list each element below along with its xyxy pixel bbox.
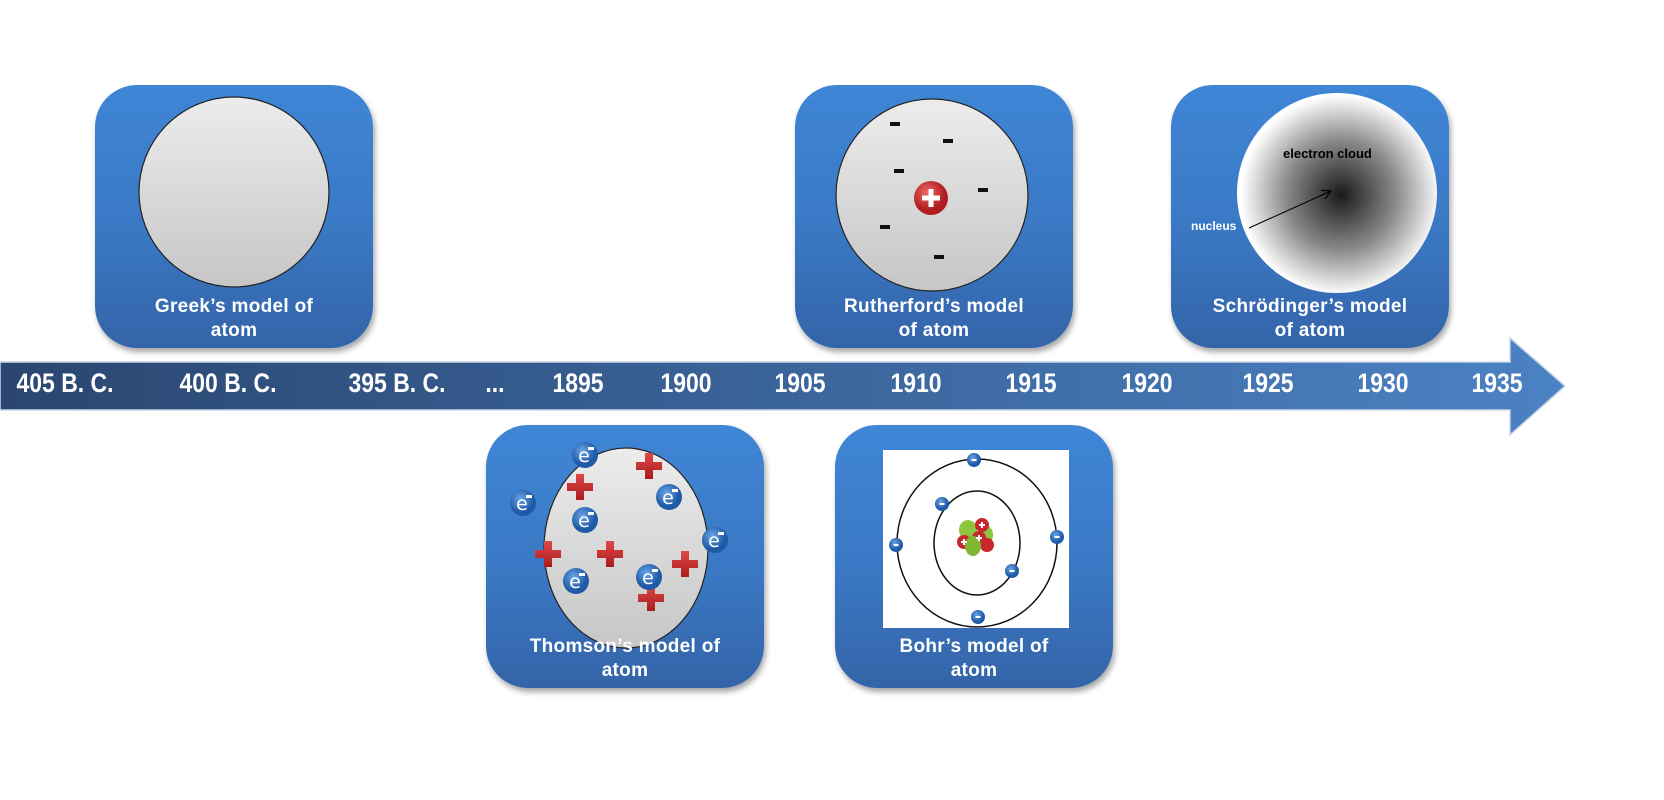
greek-caption-line1: Greek’s model of [154, 296, 314, 317]
electron-icon: e [563, 568, 589, 594]
thomson-caption-line2: atom [601, 660, 649, 681]
electron-icon: e [510, 490, 536, 516]
svg-text:e: e [569, 571, 581, 593]
proton-plus-icon [597, 541, 623, 567]
proton-plus-icon [535, 541, 561, 567]
schrodinger-model-card: electron cloud nucleus Schrödinger’s mod… [1171, 85, 1449, 348]
rutherford-caption-line1: Rutherford’s model [844, 296, 1024, 317]
svg-text:e: e [662, 487, 674, 509]
bohr-model-card: Bohr’s model of atom [835, 425, 1113, 688]
electron-cloud-label: electron cloud [1283, 146, 1372, 161]
nucleus-label: nucleus [1191, 219, 1237, 233]
electron-icon: e [702, 527, 728, 553]
svg-text:e: e [642, 567, 654, 589]
schrodinger-caption-line1: Schrödinger’s model [1212, 296, 1408, 317]
timeline-tick: 1910 [890, 368, 942, 398]
timeline-tick: 1915 [1005, 368, 1057, 398]
svg-text:e: e [578, 445, 590, 467]
timeline-tick: 1895 [552, 368, 604, 398]
electron-icon [1050, 530, 1064, 544]
electron-icon [1005, 564, 1019, 578]
nucleus-icon [957, 518, 994, 556]
greek-model-card: Greek’s model of atom [95, 85, 373, 348]
electron-icon: e [572, 442, 598, 468]
rutherford-atom-illustration [835, 98, 1029, 292]
thomson-model-card: e e e e e e e Thomson’s model of atom [486, 425, 764, 688]
timeline-tick: 1930 [1357, 368, 1409, 398]
rutherford-model-card: Rutherford’s model of atom [795, 85, 1073, 348]
bohr-atom-illustration [883, 450, 1069, 628]
timeline-tick: 1920 [1121, 368, 1173, 398]
thomson-atom-illustration: e e e e e e e [510, 442, 728, 649]
greek-caption-line2: atom [210, 320, 258, 341]
electron-icon: e [656, 484, 682, 510]
timeline-tick: ... [485, 368, 505, 398]
timeline-tick: 1925 [1242, 368, 1294, 398]
electron-icon: e [636, 564, 662, 590]
svg-text:e: e [578, 510, 590, 532]
bohr-caption-line1: Bohr’s model of [899, 636, 1049, 657]
proton-plus-icon [638, 585, 664, 611]
timeline-tick: 405 B. C. [16, 368, 114, 398]
timeline-tick: 395 B. C. [348, 368, 446, 398]
timeline-tick: 1900 [660, 368, 712, 398]
timeline-tick: 1905 [774, 368, 826, 398]
electron-icon [967, 453, 981, 467]
thomson-caption-line1: Thomson’s model of [529, 636, 721, 657]
electron-marks [880, 122, 988, 259]
rutherford-caption-line2: of atom [898, 320, 970, 341]
schrodinger-atom-illustration: electron cloud nucleus [1191, 93, 1437, 293]
proton-plus-icon [567, 474, 593, 500]
electron-icon: e [572, 507, 598, 533]
schrodinger-caption-line2: of atom [1274, 320, 1346, 341]
electron-icon [889, 538, 903, 552]
timeline-tick: 400 B. C. [179, 368, 277, 398]
proton-plus-icon [636, 453, 662, 479]
svg-text:e: e [708, 530, 720, 552]
electron-icon [971, 610, 985, 624]
electron-icon [935, 497, 949, 511]
bohr-caption-line2: atom [950, 660, 998, 681]
timeline-tick: 1935 [1471, 368, 1523, 398]
proton-plus-icon [672, 551, 698, 577]
greek-atom-illustration [138, 96, 330, 288]
svg-text:e: e [516, 493, 528, 515]
